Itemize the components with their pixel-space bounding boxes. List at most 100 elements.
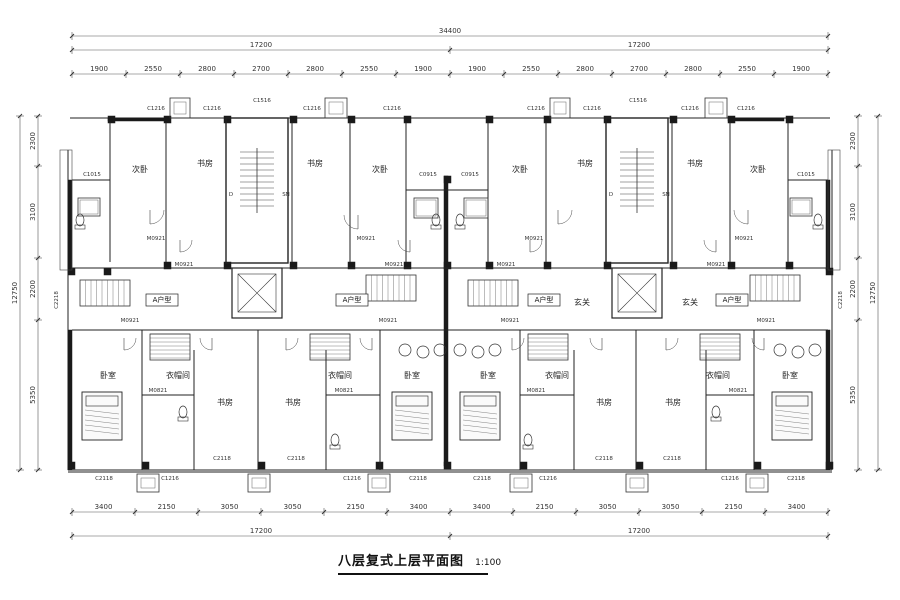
bathtub-inner	[465, 199, 487, 217]
toilet-tank	[812, 224, 824, 230]
balcony-box-inner	[251, 477, 267, 489]
duplex-stair	[749, 274, 801, 302]
basin	[433, 343, 447, 357]
dim-top-detail-tick-slash	[609, 71, 615, 77]
room-label: 次卧	[372, 164, 388, 174]
dim-top-detail-value: 1900	[90, 65, 108, 73]
component-code: C2118	[787, 476, 805, 482]
bed-blanket	[774, 414, 810, 420]
balcony-box-inner	[749, 477, 765, 489]
door-code-sn: SN	[282, 192, 290, 198]
dim-top-detail-value: 2550	[522, 65, 540, 73]
bed-blanket	[84, 429, 120, 435]
balcony-box	[745, 473, 769, 493]
dim-bottom-detail-tick-slash	[321, 509, 327, 515]
dim-top-detail-value: 2800	[306, 65, 324, 73]
toilet	[711, 405, 721, 419]
room-label: 书房	[596, 397, 612, 407]
component-code: C1216	[527, 106, 545, 112]
wall-pillar	[753, 461, 762, 470]
room-label: 次卧	[750, 164, 766, 174]
component-code: C2118	[663, 456, 681, 462]
dim-bottom-half-tick-slash	[69, 533, 75, 539]
duplex-stair	[79, 279, 131, 307]
wall-segment	[443, 175, 449, 467]
dimension-lines	[16, 32, 882, 540]
dim-left-total-tick-slash	[17, 113, 23, 119]
dim-bottom-half-value: 17200	[250, 527, 272, 535]
wall-pillar	[163, 261, 172, 270]
wall-pillar	[785, 115, 794, 124]
dim-left-detail-tick-slash	[35, 317, 41, 323]
dim-top-detail-value: 2550	[360, 65, 378, 73]
room-label: 书房	[285, 397, 301, 407]
stair-left-core	[225, 117, 289, 264]
dim-bottom-detail-tick-slash	[132, 509, 138, 515]
room-label: 次卧	[132, 164, 148, 174]
bed-blanket	[394, 409, 430, 415]
door-swing	[529, 239, 543, 253]
unit-type-tag-box	[527, 293, 561, 307]
basin	[416, 345, 430, 359]
dim-top-half-tick-slash	[447, 47, 453, 53]
balcony-box	[169, 97, 191, 119]
dim-bottom-detail-tick-slash	[384, 509, 390, 515]
balcony-box-inner	[140, 477, 156, 489]
component-code: C1216	[583, 106, 601, 112]
balcony-box-inner	[371, 477, 387, 489]
wall-pillar	[257, 461, 266, 470]
bed-blanket	[462, 414, 498, 420]
wall-pillar	[635, 461, 644, 470]
wall-pillar	[223, 115, 232, 124]
bed-blanket	[394, 429, 430, 435]
basin	[791, 345, 805, 359]
bed	[391, 391, 433, 441]
dim-bottom-detail-value: 2150	[725, 503, 743, 511]
wall-pillar	[347, 261, 356, 270]
component-code: C2118	[287, 456, 305, 462]
dim-right-detail-tick-slash	[855, 255, 861, 261]
dim-top-detail-value: 2800	[684, 65, 702, 73]
toilet	[455, 213, 465, 227]
dim-bottom-half-tick-slash	[825, 533, 831, 539]
component-code: C1216	[147, 106, 165, 112]
balcony-box	[136, 473, 160, 493]
dim-top-detail-value: 2700	[630, 65, 648, 73]
dim-top-detail-tick-slash	[285, 71, 291, 77]
dim-bottom-detail-tick-slash	[69, 509, 75, 515]
dim-top-total-tick-slash	[69, 33, 75, 39]
dim-top-detail-tick-slash	[771, 71, 777, 77]
balcony-box-inner	[328, 101, 344, 115]
dim-top-detail-tick-slash	[69, 71, 75, 77]
unit-type-tag-box	[335, 293, 369, 307]
component-code: C1015	[83, 172, 101, 178]
dim-left-detail-value: 5350	[29, 386, 37, 404]
bathtub-inner	[79, 199, 99, 215]
lower-stair	[149, 333, 191, 361]
duplex-stair	[365, 274, 417, 302]
door-swing	[665, 337, 679, 351]
side-balcony	[827, 149, 841, 271]
bed-blanket	[84, 424, 120, 430]
door-code-d: D	[609, 192, 613, 198]
component-code: M0921	[707, 262, 726, 268]
dim-top-detail-value: 1900	[468, 65, 486, 73]
component-code: C1015	[797, 172, 815, 178]
wall-segment	[825, 329, 831, 471]
dim-bottom-half-tick-slash	[447, 533, 453, 539]
balcony-box-inner	[513, 477, 529, 489]
fixtures	[59, 97, 841, 493]
lower-stair	[527, 333, 569, 361]
wall-segment	[67, 179, 73, 271]
toilet-tank	[710, 416, 722, 422]
component-code: M0821	[335, 388, 354, 394]
stair-left-elevator-x2	[237, 273, 277, 313]
wall-pillar	[603, 261, 612, 270]
dim-left-detail-value: 2300	[29, 132, 37, 150]
bed-blanket	[84, 419, 120, 425]
unit-type-tag-box	[715, 293, 749, 307]
room-label: 书房	[665, 397, 681, 407]
dim-top-total-value: 34400	[439, 27, 461, 35]
